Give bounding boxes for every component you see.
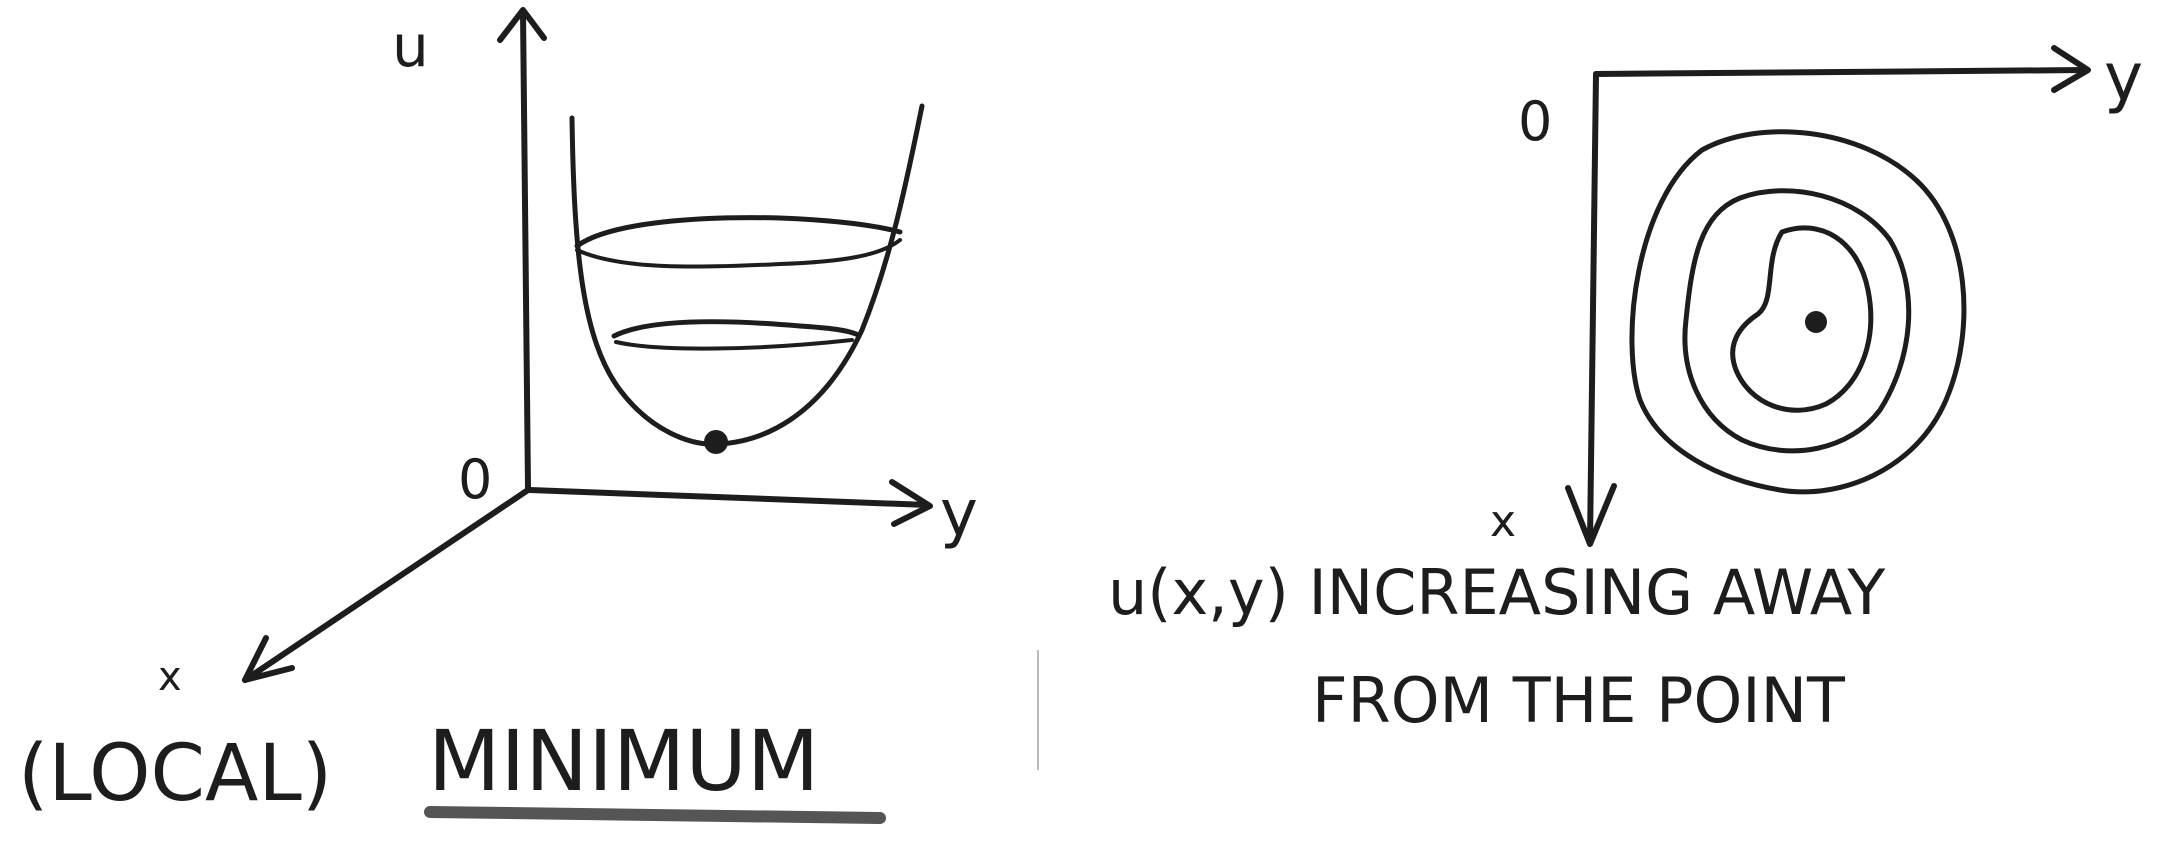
- left-x-axis: [242, 487, 531, 683]
- left-y-label: y: [940, 477, 978, 551]
- left-x-label: x: [158, 654, 182, 700]
- left-y-arrowhead: [889, 479, 933, 527]
- left-u-label: u: [392, 12, 429, 80]
- caption-underline: [424, 806, 886, 824]
- right-x-axis: [1587, 71, 1599, 545]
- contour-middle: [1682, 188, 1912, 454]
- right-caption-line2: FROM THE POINT: [1312, 664, 1846, 737]
- right-y-axis: [1593, 67, 2089, 77]
- bowl-contour-middle-lower: [614, 338, 854, 351]
- contour-outer: [1629, 129, 1967, 495]
- bowl-contour-middle: [611, 319, 859, 339]
- right-y-arrowhead: [2051, 45, 2091, 93]
- left-panel: u y x 0 (LOCAL) MINIMUM: [18, 7, 978, 824]
- left-u-axis: [520, 9, 531, 491]
- left-caption-main: MINIMUM: [428, 712, 819, 810]
- right-x-arrowhead: [1565, 483, 1617, 547]
- right-panel: y x 0 u(x,y) INCREASING AWAY FROM THE PO…: [1108, 39, 2143, 737]
- left-x-arrowhead: [242, 635, 295, 683]
- right-x-label: x: [1490, 496, 1516, 547]
- left-caption-prefix: (LOCAL): [18, 729, 332, 819]
- left-y-axis: [527, 487, 931, 508]
- left-origin-label: 0: [458, 448, 492, 511]
- contour-inner: [1730, 225, 1874, 413]
- bowl-surface: [569, 103, 925, 447]
- left-u-arrowhead: [497, 7, 547, 43]
- minimum-point: [704, 430, 728, 454]
- contour-center-point: [1805, 311, 1827, 333]
- right-caption-line1: u(x,y) INCREASING AWAY: [1108, 556, 1885, 629]
- bowl-contour-top-lower: [575, 238, 902, 269]
- bowl-contour-top: [574, 215, 903, 249]
- right-origin-label: 0: [1518, 90, 1552, 153]
- right-y-label: y: [2104, 39, 2143, 116]
